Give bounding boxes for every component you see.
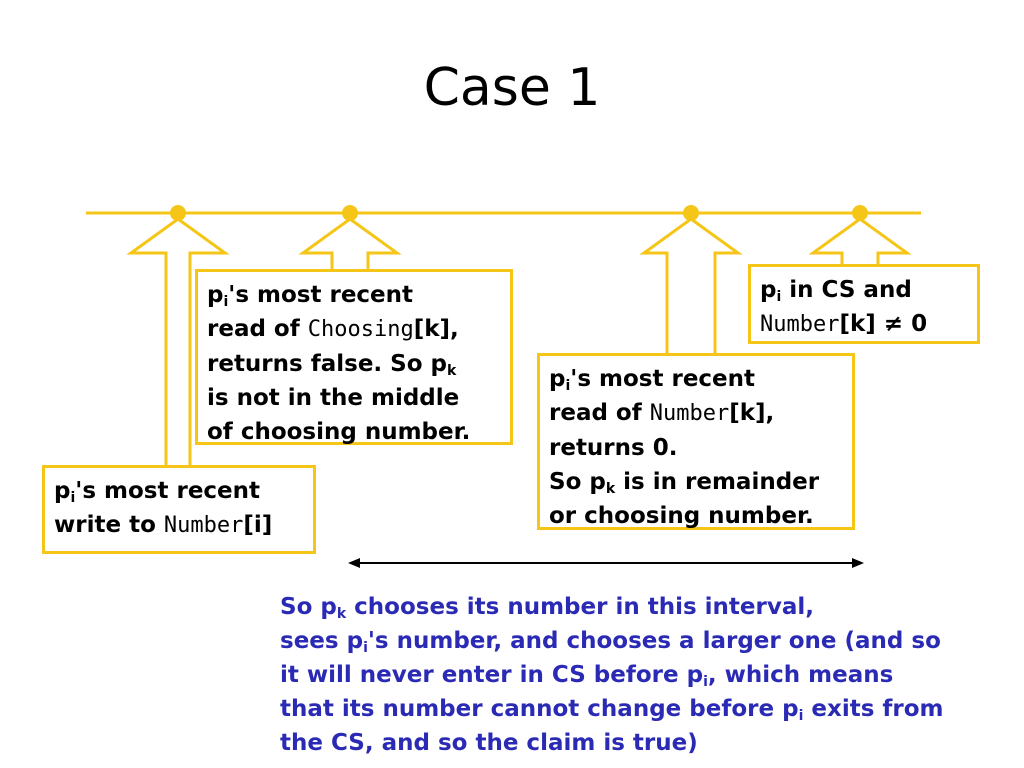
callout-line: pi's most recent — [207, 278, 500, 312]
callout-read-choosing: pi's most recent read of Choosing[k], re… — [195, 269, 513, 445]
callout-write-number: pi's most recent write to Number[i] — [42, 465, 316, 554]
text: [i] — [243, 512, 273, 538]
text: 's number, and chooses a larger one (and… — [367, 628, 941, 654]
text: in CS and — [781, 277, 912, 303]
callout-in-cs: pi in CS and Number[k] ≠ 0 — [748, 264, 980, 344]
interval-arrow — [348, 558, 864, 568]
pointer-choosing — [298, 217, 402, 274]
conclusion-text: So pk chooses its number in this interva… — [280, 590, 1015, 760]
pointer-number — [639, 217, 743, 358]
callout-line: is not in the middle — [207, 385, 460, 411]
pointer-cs — [808, 217, 912, 269]
text: 's most recent — [228, 282, 414, 308]
text: that its number cannot change before p — [280, 696, 799, 722]
code-number: Number — [163, 513, 244, 538]
text: returns false. So p — [207, 351, 448, 377]
text: read of — [207, 316, 308, 342]
callout-line: of choosing number. — [207, 419, 471, 445]
callout-line: pi in CS and — [760, 273, 967, 307]
subscript-k: k — [336, 606, 347, 622]
callout-line: or choosing number. — [549, 503, 814, 529]
text: exits from — [803, 696, 944, 722]
subscript-i: i — [70, 490, 76, 506]
subscript-i: i — [363, 640, 368, 656]
subscript-k: k — [605, 481, 616, 497]
code-number: Number — [649, 401, 730, 426]
event-dot-choosing — [342, 205, 358, 221]
conclusion-line: it will never enter in CS before pi, whi… — [280, 658, 1015, 692]
text: So p — [280, 594, 337, 620]
code-choosing: Choosing — [307, 317, 414, 342]
callout-line: returns false. So pk — [207, 347, 500, 381]
callout-line: pi's most recent — [54, 474, 303, 508]
event-dot-write — [170, 205, 186, 221]
subscript-i: i — [776, 289, 782, 305]
conclusion-line: the CS, and so the claim is true) — [280, 730, 698, 756]
callout-line: So pk is in remainder — [549, 465, 842, 499]
callout-line: read of Number[k], — [549, 396, 842, 431]
text: sees p — [280, 628, 364, 654]
conclusion-line: that its number cannot change before pi … — [280, 692, 1015, 726]
text: it will never enter in CS before p — [280, 662, 704, 688]
callout-line: Number[k] ≠ 0 — [760, 307, 967, 342]
text: [k], — [729, 400, 775, 426]
slide-title: Case 1 — [423, 58, 601, 118]
text: is in remainder — [615, 469, 820, 495]
text: [k] ≠ 0 — [839, 311, 928, 337]
text: So p — [549, 469, 606, 495]
text-p: p — [760, 277, 777, 303]
subscript-k: k — [447, 363, 457, 379]
text-p: p — [207, 282, 224, 308]
text: chooses its number in this interval, — [346, 594, 815, 620]
event-dot-cs — [852, 205, 868, 221]
subscript-i: i — [703, 674, 708, 690]
callout-read-number: pi's most recent read of Number[k], retu… — [537, 353, 855, 530]
text: write to — [54, 512, 164, 538]
conclusion-line: sees pi's number, and chooses a larger o… — [280, 624, 1015, 658]
text: read of — [549, 400, 650, 426]
text: , which means — [707, 662, 894, 688]
text: 's most recent — [75, 478, 261, 504]
conclusion-line: So pk chooses its number in this interva… — [280, 590, 1015, 624]
text: [k], — [413, 316, 459, 342]
text: 's most recent — [570, 366, 756, 392]
code-number: Number — [760, 312, 840, 337]
callout-line: write to Number[i] — [54, 508, 303, 543]
callout-line: read of Choosing[k], — [207, 312, 500, 347]
callout-line: returns 0. — [549, 435, 678, 461]
subscript-i: i — [565, 378, 571, 394]
event-dot-number — [683, 205, 699, 221]
subscript-i: i — [223, 294, 229, 310]
subscript-i: i — [798, 708, 804, 724]
callout-line: pi's most recent — [549, 362, 842, 396]
text-p: p — [54, 478, 71, 504]
text-p: p — [549, 366, 566, 392]
